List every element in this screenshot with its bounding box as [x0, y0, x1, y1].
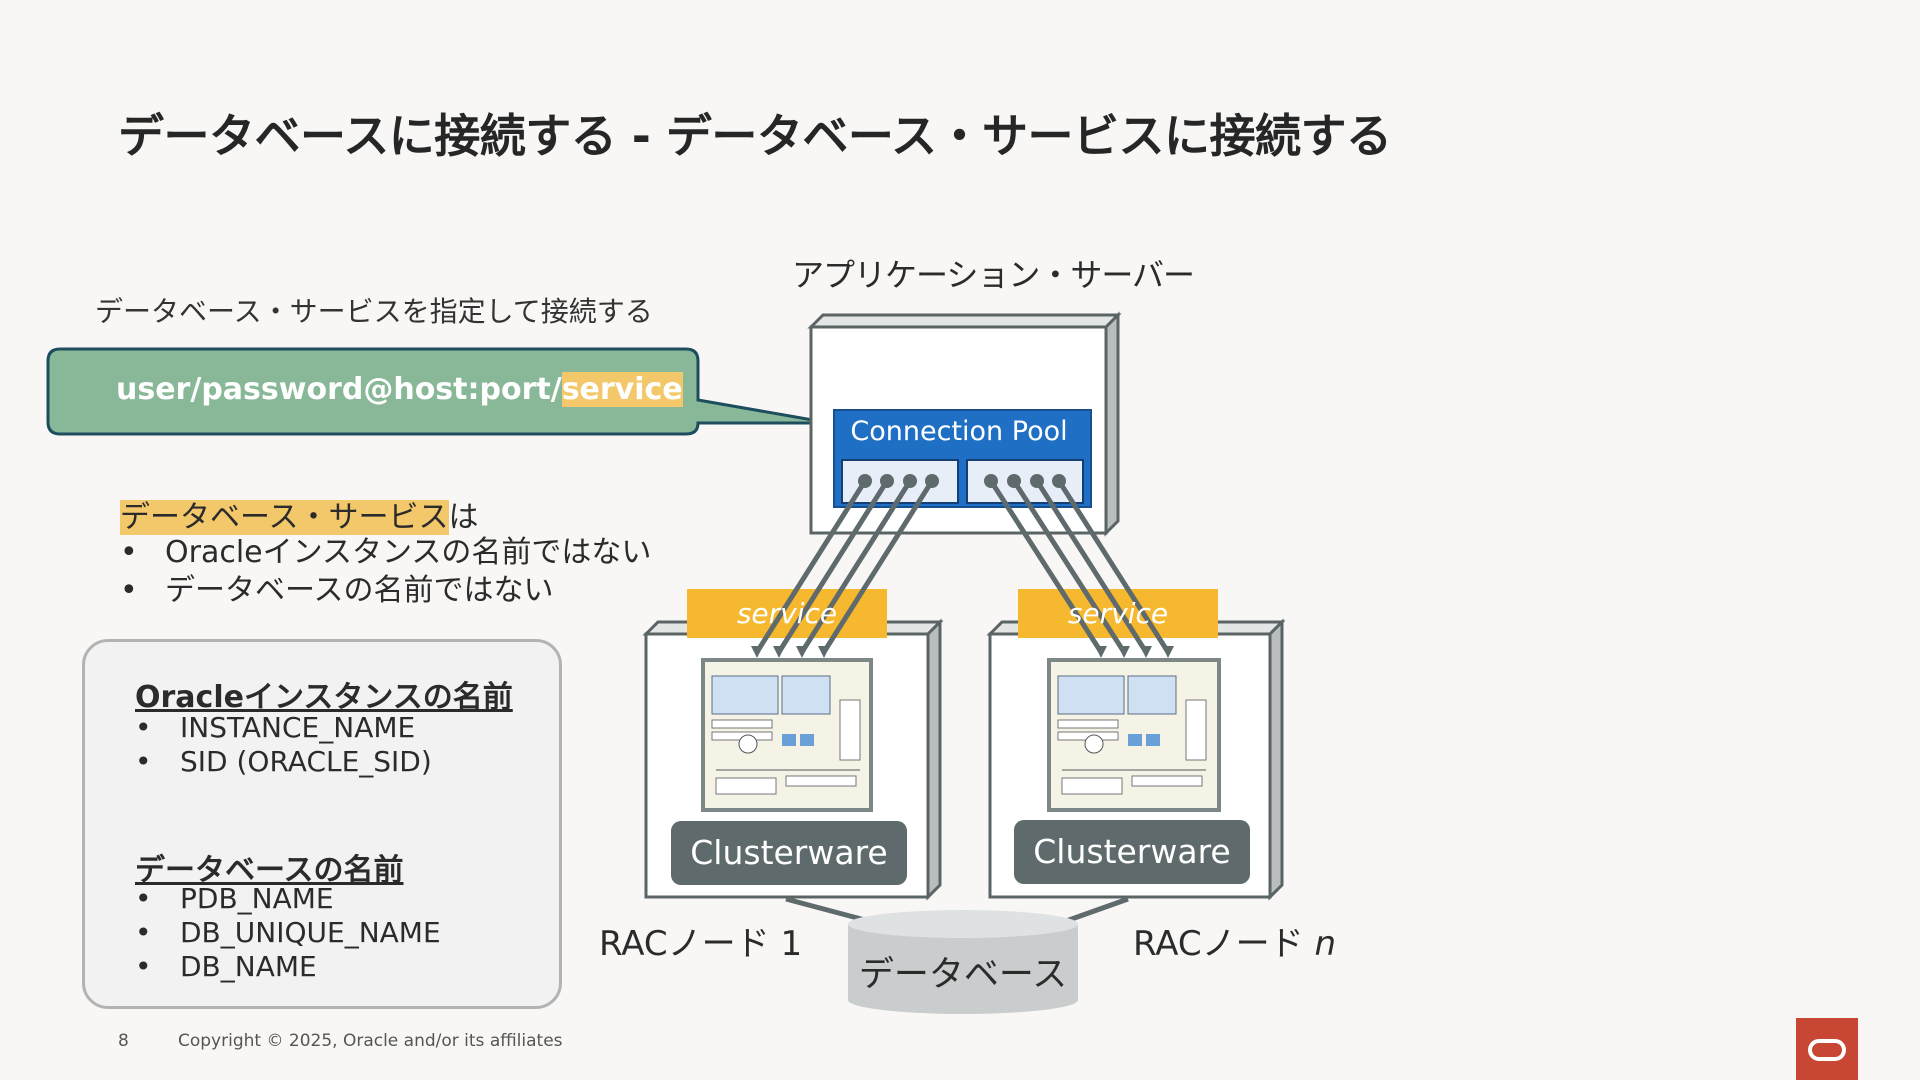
- service-tag-left: service: [736, 597, 838, 630]
- subheading: データベース・サービスを指定して接続する: [95, 295, 653, 328]
- page-title: データベースに接続する - データベース・サービスに接続する: [118, 109, 1392, 163]
- connect-string-prefix: user/password@host:port/: [116, 372, 562, 407]
- rac-node-1-label: RACノード 1: [599, 924, 803, 964]
- instance-name-title: Oracleインスタンスの名前: [135, 680, 513, 715]
- instance-thumbnail-right: [1047, 658, 1221, 812]
- connection-pool-label: Connection Pool: [850, 416, 1068, 447]
- list-item: DB_UNIQUE_NAME: [135, 916, 441, 950]
- list-item: Oracleインスタンスの名前ではない: [120, 534, 651, 572]
- list-item: SID (ORACLE_SID): [135, 745, 432, 779]
- list-item: INSTANCE_NAME: [135, 711, 432, 745]
- service-tag-left-bg: [687, 589, 887, 638]
- service-note-heading: データベース・サービスは: [120, 492, 479, 536]
- service-note-highlight: データベース・サービス: [120, 500, 449, 535]
- rac-node-n-prefix: RACノード: [1133, 924, 1315, 964]
- instance-name-list: INSTANCE_NAME SID (ORACLE_SID): [135, 711, 432, 779]
- service-tag-right: service: [1067, 597, 1169, 630]
- clusterware-right: Clusterware: [1014, 820, 1250, 884]
- copyright: Copyright © 2025, Oracle and/or its affi…: [178, 1031, 563, 1051]
- service-note-list: Oracleインスタンスの名前ではない データベースの名前ではない: [120, 534, 651, 610]
- connect-string-service: service: [561, 372, 683, 407]
- service-note-suffix: は: [448, 500, 479, 535]
- database-cylinder: [785, 896, 1129, 1014]
- rac-node-n-var: n: [1314, 924, 1337, 964]
- rac-node-n-label: RACノード n: [1133, 916, 1336, 965]
- list-item: PDB_NAME: [135, 882, 441, 916]
- connect-string: user/password@host:port/service: [116, 372, 683, 407]
- page-number: 8: [118, 1031, 129, 1051]
- instance-thumbnail-left: [701, 658, 873, 812]
- clusterware-left: Clusterware: [671, 821, 907, 885]
- connect-string-callout: [46, 347, 831, 436]
- list-item: データベースの名前ではない: [120, 572, 651, 610]
- oracle-logo-icon: [1796, 1018, 1858, 1080]
- database-label: データベース: [858, 955, 1068, 995]
- app-server-label: アプリケーション・サーバー: [792, 256, 1195, 294]
- connection-endpoints: [751, 474, 1174, 658]
- list-item: DB_NAME: [135, 950, 441, 984]
- service-tag-right-bg: [1018, 589, 1218, 638]
- connection-lines: [754, 479, 1171, 654]
- database-name-list: PDB_NAME DB_UNIQUE_NAME DB_NAME: [135, 882, 441, 984]
